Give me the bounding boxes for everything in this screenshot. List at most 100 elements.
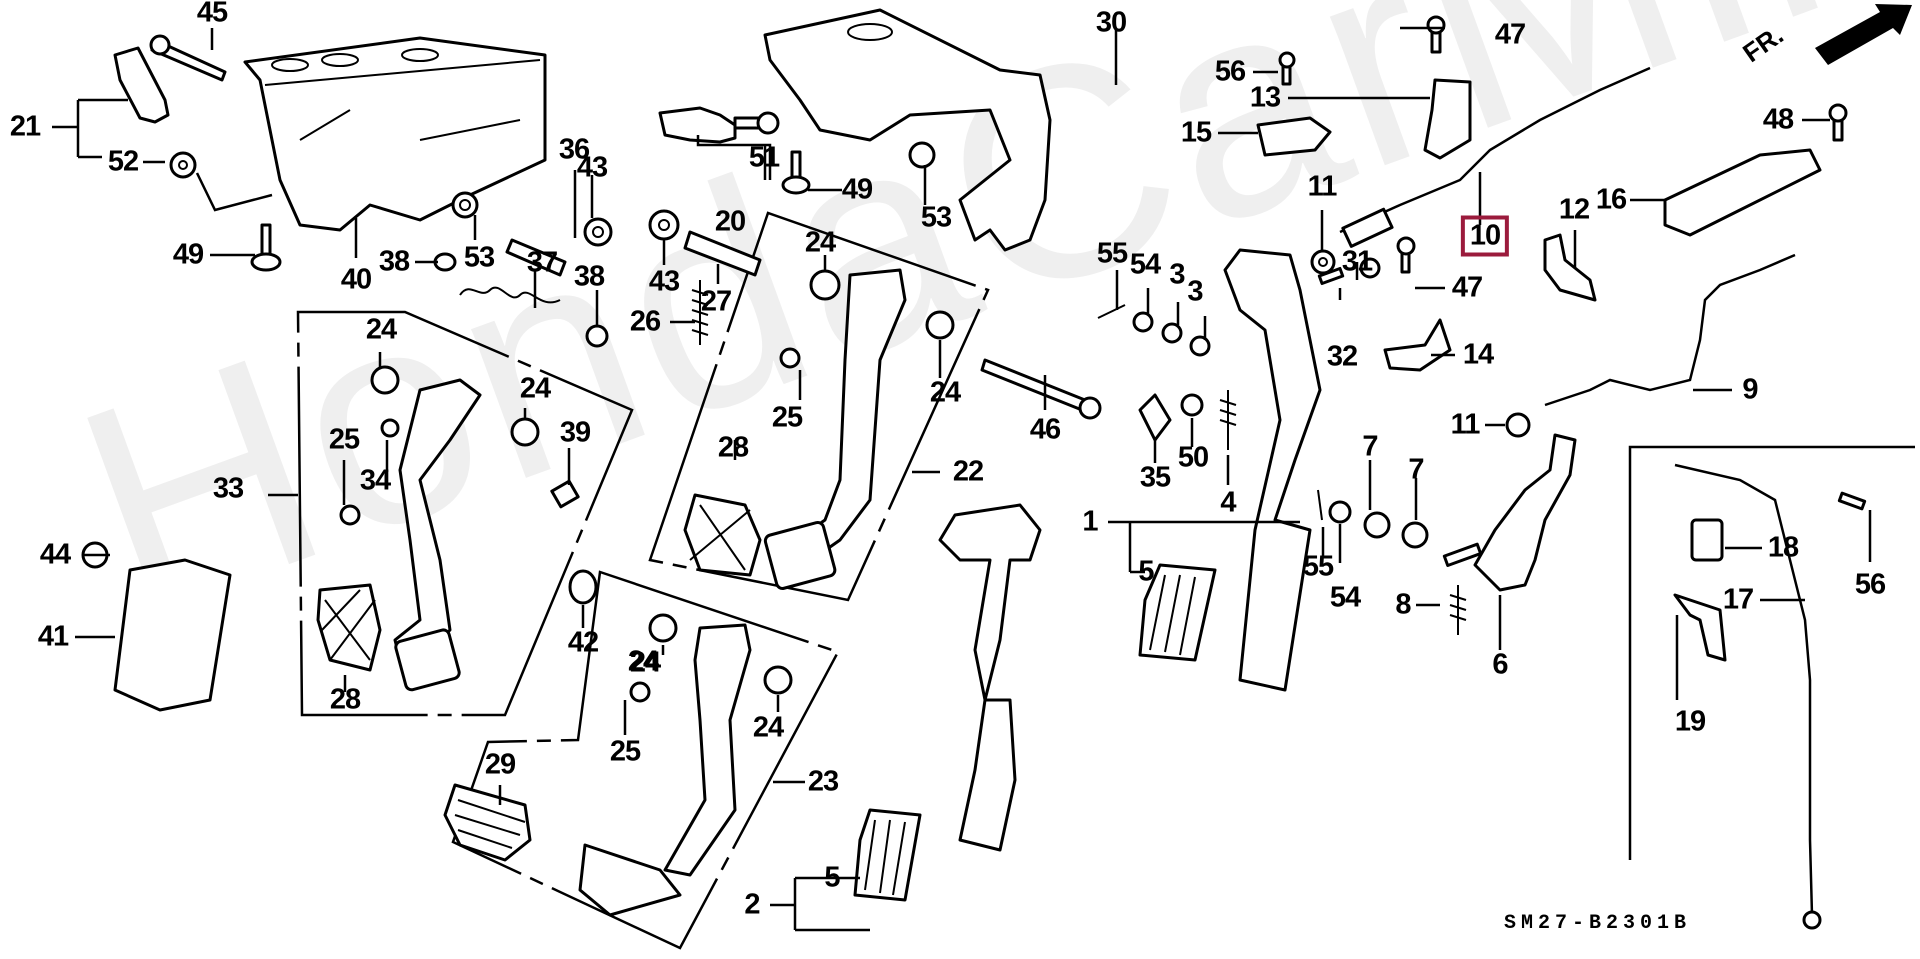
callout-40[interactable]: 40 xyxy=(340,263,372,296)
pad-29 xyxy=(443,783,532,862)
callout-51[interactable]: 51 xyxy=(748,141,780,174)
clip-12 xyxy=(1543,233,1597,302)
bush-31 xyxy=(1359,257,1381,279)
callout-53[interactable]: 53 xyxy=(463,241,495,274)
callout-24g[interactable]: 24 xyxy=(752,711,784,744)
callout-23[interactable]: 23 xyxy=(807,765,839,798)
pad-28b xyxy=(683,493,762,577)
callout-14[interactable]: 14 xyxy=(1462,338,1494,371)
group-box-22 xyxy=(648,211,990,602)
callout-33[interactable]: 33 xyxy=(212,472,244,505)
callout-38b[interactable]: 38 xyxy=(573,260,605,293)
callout-30[interactable]: 30 xyxy=(1095,6,1127,39)
spring-26 xyxy=(691,280,709,345)
callout-56b[interactable]: 56 xyxy=(1854,568,1886,601)
callout-18[interactable]: 18 xyxy=(1767,531,1799,564)
callout-11b[interactable]: 11 xyxy=(1450,408,1481,441)
callout-12[interactable]: 12 xyxy=(1558,193,1590,226)
callout-56a[interactable]: 56 xyxy=(1214,55,1246,88)
pad-28a xyxy=(316,583,382,672)
callout-4[interactable]: 4 xyxy=(1220,486,1236,519)
callout-13[interactable]: 13 xyxy=(1249,81,1281,114)
callout-25b[interactable]: 25 xyxy=(771,401,803,434)
stopper-39 xyxy=(550,479,580,509)
callout-17[interactable]: 17 xyxy=(1722,583,1754,616)
accelerator-pedal-2 xyxy=(938,503,1042,852)
callout-55a[interactable]: 55 xyxy=(1096,237,1128,270)
callout-24d[interactable]: 24 xyxy=(627,645,659,678)
callout-2[interactable]: 2 xyxy=(744,888,760,921)
callout-43b[interactable]: 43 xyxy=(648,265,680,298)
callout-7a[interactable]: 7 xyxy=(1362,430,1378,463)
pin-27 xyxy=(683,230,762,277)
callout-21[interactable]: 21 xyxy=(9,110,41,143)
callout-24f[interactable]: 24 xyxy=(629,646,661,679)
washer-3a xyxy=(1161,322,1183,344)
callout-5a[interactable]: 5 xyxy=(824,861,840,894)
callout-55b[interactable]: 55 xyxy=(1302,550,1334,583)
callout-37[interactable]: 37 xyxy=(526,246,558,279)
spring-37 xyxy=(459,286,561,304)
callout-11a[interactable]: 11 xyxy=(1307,170,1338,203)
callout-50[interactable]: 50 xyxy=(1177,441,1209,474)
callout-47b[interactable]: 47 xyxy=(1451,271,1483,304)
callout-20[interactable]: 20 xyxy=(714,205,746,238)
callout-25[interactable]: 25 xyxy=(328,423,360,456)
washer-11b xyxy=(1505,412,1531,438)
callout-48[interactable]: 48 xyxy=(1762,103,1794,136)
callout-52[interactable]: 52 xyxy=(107,145,139,178)
callout-7b[interactable]: 7 xyxy=(1408,453,1424,486)
callout-47a[interactable]: 47 xyxy=(1494,18,1526,51)
clip-18 xyxy=(1690,518,1724,562)
callout-31[interactable]: 31 xyxy=(1341,245,1373,278)
callout-42[interactable]: 42 xyxy=(567,626,599,659)
callout-3a[interactable]: 3 xyxy=(1169,258,1185,291)
callout-43[interactable]: 43 xyxy=(576,151,608,184)
callout-54b[interactable]: 54 xyxy=(1329,581,1361,614)
callout-16[interactable]: 16 xyxy=(1595,183,1627,216)
callout-34[interactable]: 34 xyxy=(359,464,391,497)
callout-49b[interactable]: 49 xyxy=(841,173,873,206)
callout-8[interactable]: 8 xyxy=(1395,588,1411,621)
callout-38[interactable]: 38 xyxy=(378,245,410,278)
callout-1[interactable]: 1 xyxy=(1082,505,1098,538)
callout-6[interactable]: 6 xyxy=(1492,648,1508,681)
bolt-34 xyxy=(380,418,400,438)
callout-32[interactable]: 32 xyxy=(1326,340,1358,373)
callout-44[interactable]: 44 xyxy=(39,538,71,571)
callout-19[interactable]: 19 xyxy=(1674,705,1706,738)
callout-24e[interactable]: 24 xyxy=(929,376,961,409)
callout-28b[interactable]: 28 xyxy=(717,431,749,464)
pin-55a xyxy=(1097,304,1126,319)
drawing-code: SM27-B2301B xyxy=(1504,912,1692,935)
callout-35[interactable]: 35 xyxy=(1139,461,1171,494)
callout-9[interactable]: 9 xyxy=(1742,373,1758,406)
nut-53a xyxy=(451,191,479,219)
callout-45[interactable]: 45 xyxy=(196,0,228,29)
bush-38b xyxy=(585,324,609,348)
callout-36[interactable]: 36 xyxy=(558,133,590,166)
callout-22[interactable]: 22 xyxy=(952,455,984,488)
bush-7a xyxy=(1363,511,1391,539)
callout-15[interactable]: 15 xyxy=(1180,116,1212,149)
callout-26[interactable]: 26 xyxy=(629,305,661,338)
callout-24a[interactable]: 24 xyxy=(365,313,397,346)
callout-41[interactable]: 41 xyxy=(37,620,69,653)
group-box-23 xyxy=(451,570,840,950)
callout-54a[interactable]: 54 xyxy=(1129,248,1161,281)
callout-24c[interactable]: 24 xyxy=(804,226,836,259)
callout-29[interactable]: 29 xyxy=(484,748,516,781)
callout-39[interactable]: 39 xyxy=(559,416,591,449)
callout-53b[interactable]: 53 xyxy=(920,201,952,234)
callout-10-highlighted[interactable]: 10 xyxy=(1460,215,1510,257)
callout-49[interactable]: 49 xyxy=(172,238,204,271)
callout-5b[interactable]: 5 xyxy=(1138,555,1154,588)
callout-3b[interactable]: 3 xyxy=(1187,275,1203,308)
callout-25c[interactable]: 25 xyxy=(609,735,641,768)
callout-28[interactable]: 28 xyxy=(329,683,361,716)
callout-46[interactable]: 46 xyxy=(1029,413,1061,446)
callout-24b[interactable]: 24 xyxy=(519,372,551,405)
callout-27[interactable]: 27 xyxy=(700,285,732,318)
